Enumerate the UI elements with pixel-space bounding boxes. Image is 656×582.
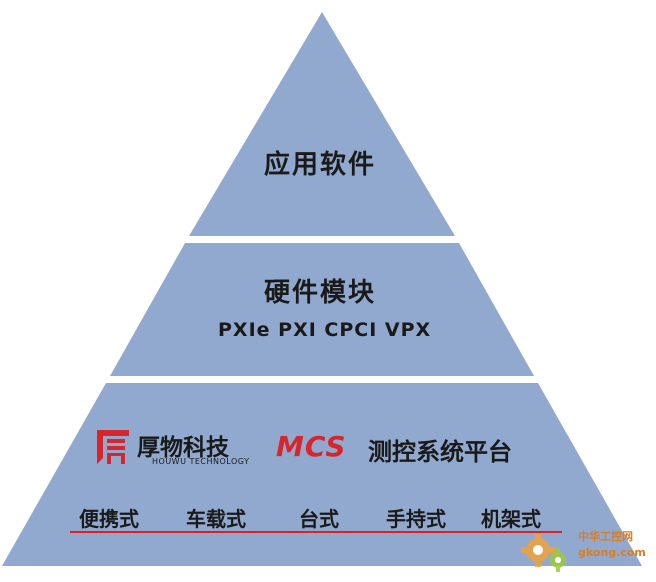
- mcs-logo-text: MCS: [276, 430, 347, 463]
- pyramid-tier-middle: [110, 243, 534, 376]
- pyramid-tier-top: [189, 12, 455, 236]
- platform-name: 测控系统平台: [368, 438, 512, 466]
- watermark-en: gkong.com: [578, 546, 646, 559]
- tier-top-title: 应用软件: [264, 150, 377, 180]
- brand-name-english: HOUWU TECHNOLOGY: [152, 457, 250, 466]
- form-factor-underline: [70, 531, 562, 533]
- form-factor-handheld: 手持式: [386, 507, 446, 531]
- gkong-watermark: 中华工控网 gkong.com: [518, 520, 648, 574]
- houwu-logo-icon: [97, 430, 129, 464]
- pyramid-tier-bottom: [2, 383, 642, 566]
- gear-icon: [521, 533, 566, 572]
- watermark-cn: 中华工控网: [578, 530, 633, 543]
- form-factor-vehicle: 车载式: [186, 507, 246, 531]
- brand-name: 厚物科技: [137, 435, 229, 461]
- form-factor-portable: 便携式: [79, 507, 139, 531]
- tier-middle-title: 硬件模块: [264, 278, 377, 308]
- form-factor-desktop: 台式: [299, 507, 339, 531]
- tier-middle-bus-list: PXIe PXI CPCI VPX: [218, 319, 432, 341]
- form-factor-rack: 机架式: [481, 507, 541, 531]
